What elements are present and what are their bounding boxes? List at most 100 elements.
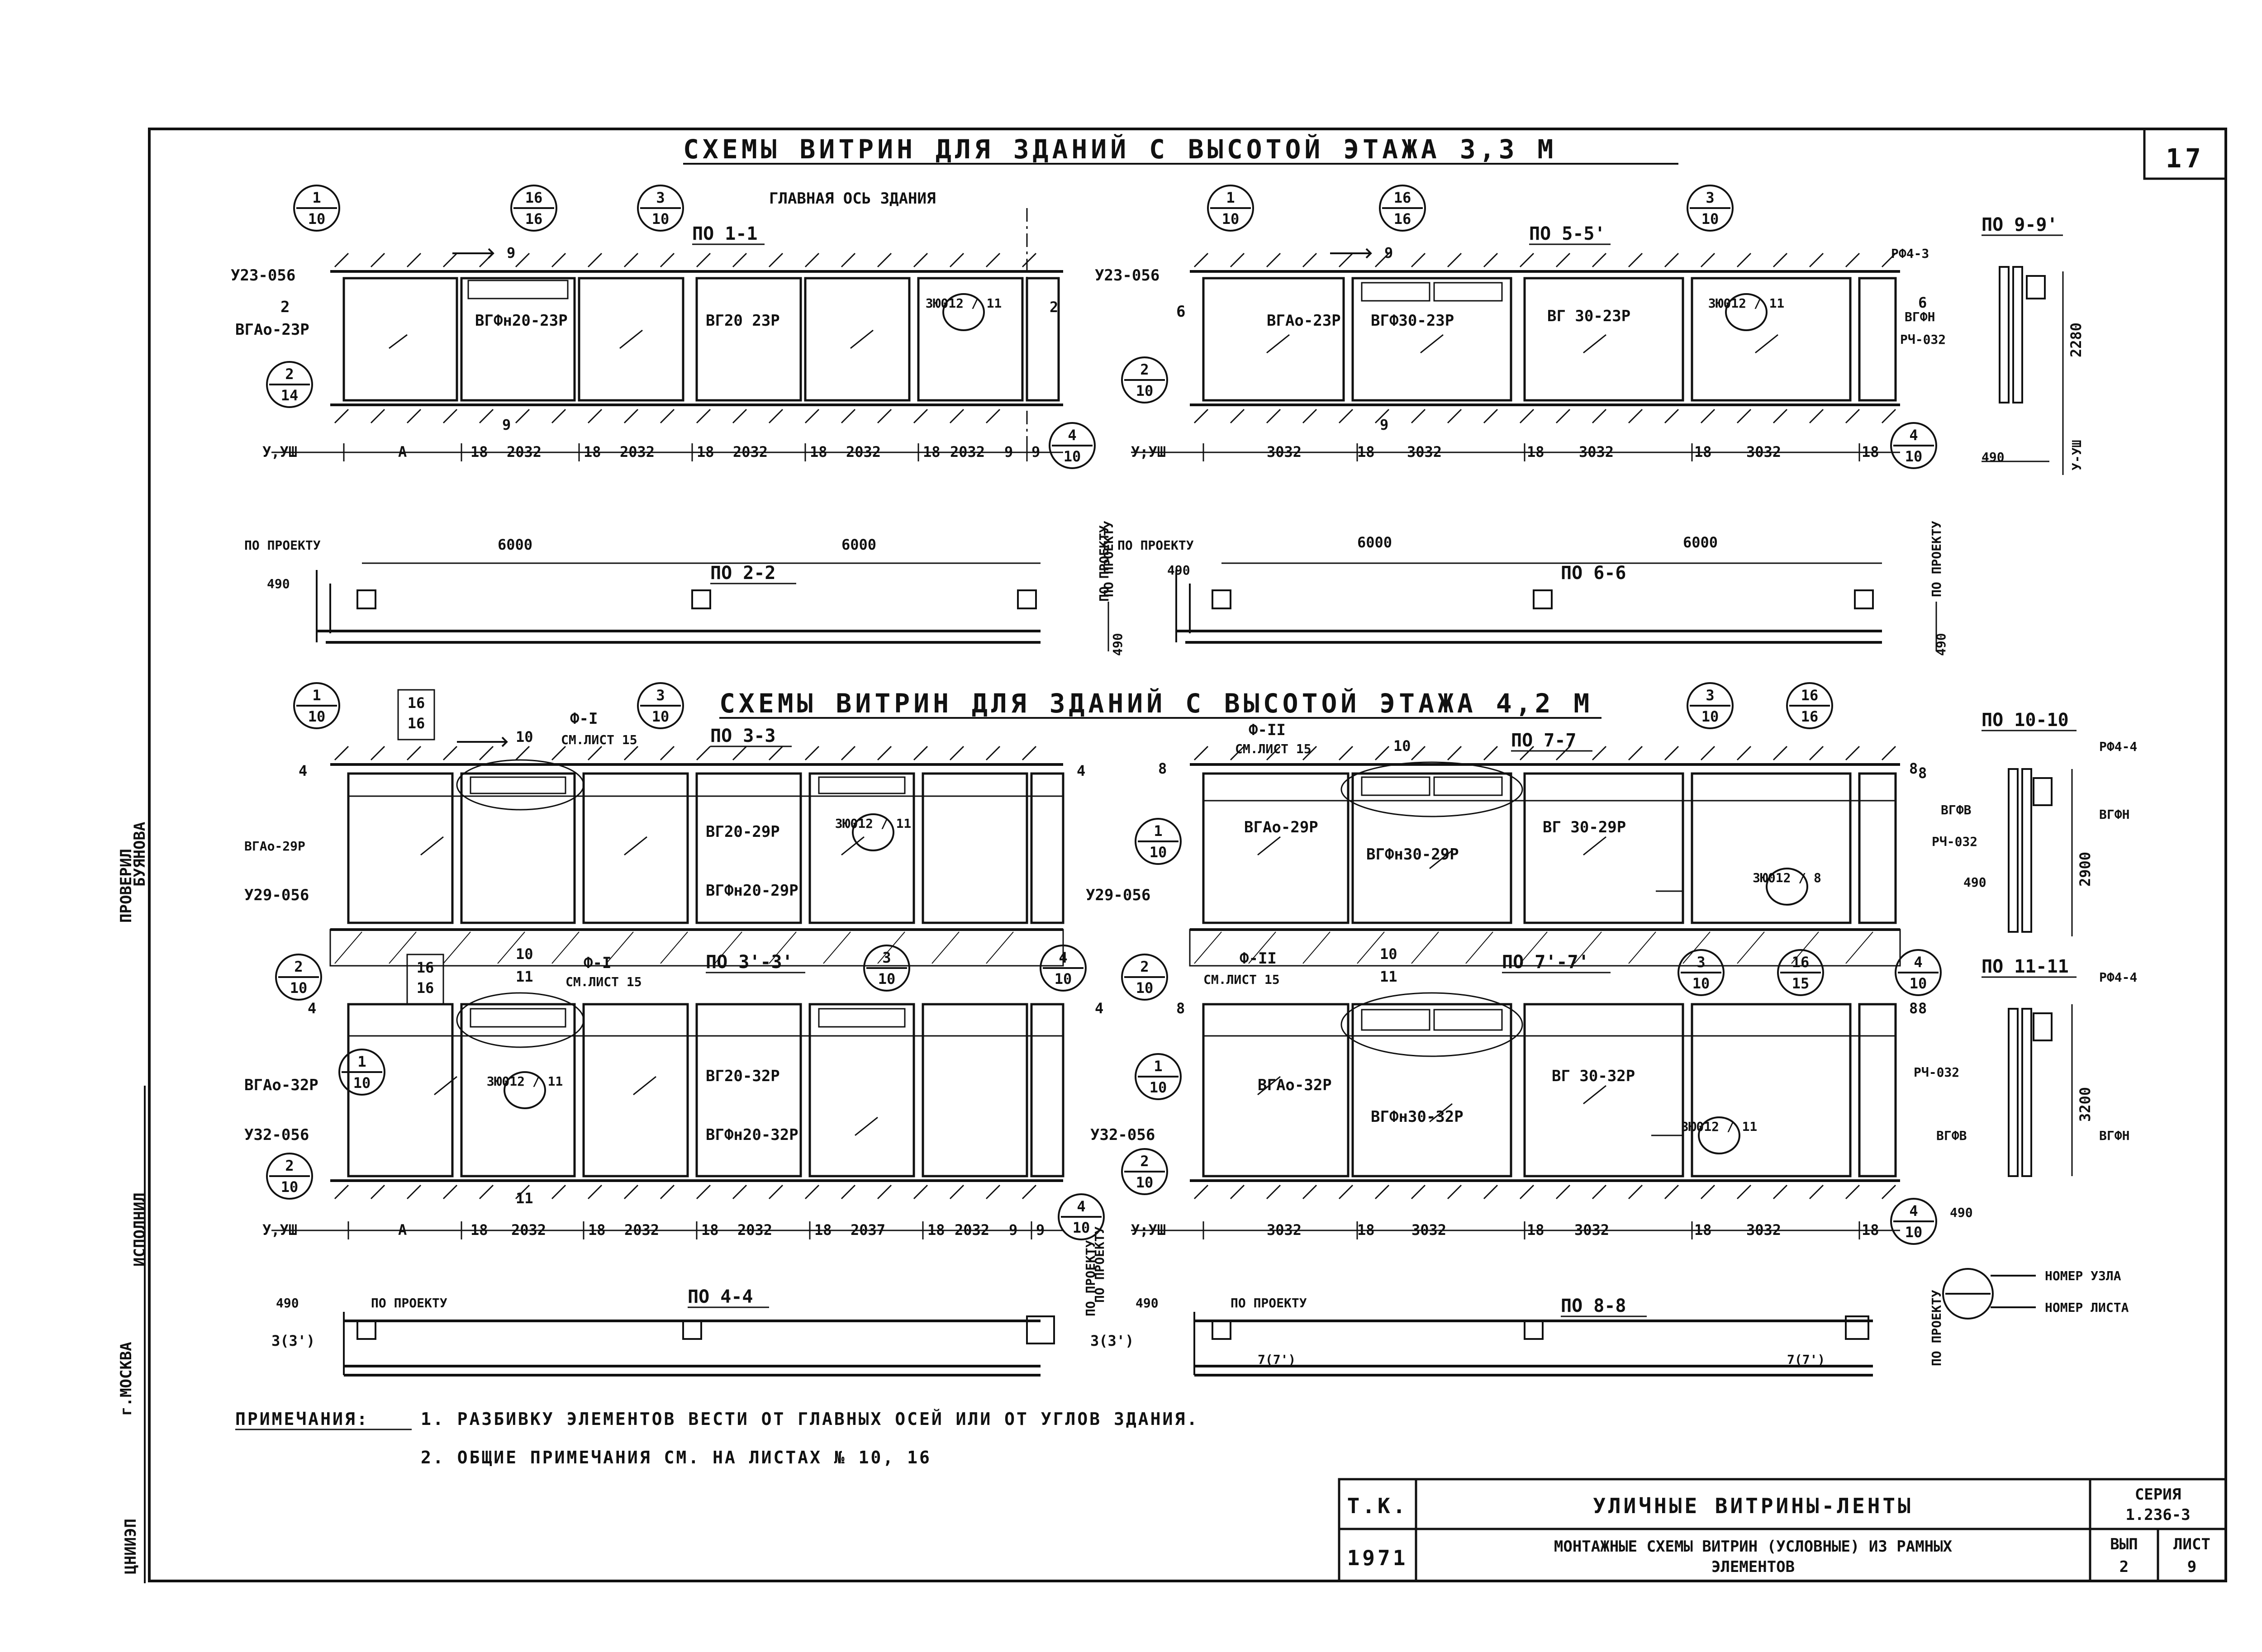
ll-d6: 18 bbox=[701, 1221, 719, 1239]
ul-tag: У29-056 bbox=[244, 886, 309, 904]
lr-ref: Ф-II bbox=[1240, 949, 1277, 968]
ll-d5: 2032 bbox=[624, 1221, 659, 1239]
ll-d12: 9 bbox=[1009, 1221, 1017, 1239]
ll-cut2-bottom: 11 bbox=[516, 1190, 533, 1207]
top-left-elem-topwin: ВГФн20-23Р bbox=[475, 312, 568, 330]
ll-ref-note: СМ.ЛИСТ 15 bbox=[566, 974, 642, 989]
note-2: 2. ОБЩИЕ ПРИМЕЧАНИЯ СМ. НА ЛИСТАХ № 10, … bbox=[421, 1448, 931, 1467]
tb-issue-value: 2 bbox=[2119, 1558, 2129, 1576]
tl-d11: 2032 bbox=[950, 443, 985, 460]
ul-b3-bot: 10 bbox=[652, 708, 670, 725]
tl-plan-dim2: 6000 bbox=[841, 536, 876, 553]
sheet-frame bbox=[148, 128, 2227, 1582]
ur-elem-main: ВГАо-29Р bbox=[1244, 818, 1318, 836]
d10-v3: РЧ-032 bbox=[1932, 834, 1977, 849]
ll-d11: 2032 bbox=[955, 1221, 989, 1239]
lr-bubbles bbox=[1121, 949, 1942, 1245]
d9-rf: РФ4-3 bbox=[1891, 246, 1929, 261]
ul-mark: 4 bbox=[299, 762, 307, 779]
lr-plan-tag: 3(3') bbox=[1090, 1332, 1134, 1349]
top-right-elem-panel: ВГ 30-23Р bbox=[1547, 307, 1630, 325]
ul-cut: 10 bbox=[516, 728, 533, 745]
lr-plan-small: 490 bbox=[1136, 1296, 1159, 1310]
tr-b5-bot: 10 bbox=[1905, 448, 1923, 465]
tl-b2-top: 16 bbox=[525, 189, 543, 206]
note-1: 1. РАЗБИВКУ ЭЛЕМЕНТОВ ВЕСТИ ОТ ГЛАВНЫХ О… bbox=[421, 1409, 1199, 1429]
tl-plan-side: ПО ПРОЕКТУ bbox=[1097, 525, 1112, 602]
ll-mark-right: 4 bbox=[1095, 1000, 1103, 1017]
tl-d9: 2032 bbox=[846, 443, 881, 460]
tb-year: 1971 bbox=[1347, 1546, 1408, 1570]
lr-b4-top: 4 bbox=[1914, 954, 1922, 971]
detail-10-10 bbox=[2008, 768, 2073, 936]
ul-bubbles bbox=[293, 682, 684, 741]
lower-left-plan bbox=[343, 1312, 1055, 1377]
lr-b6-bot: 10 bbox=[1136, 1174, 1154, 1191]
ll-b5-bot: 10 bbox=[1055, 970, 1072, 987]
d11-rf: РФ4-4 bbox=[2099, 970, 2137, 985]
lr-b2-top: 3 bbox=[1696, 954, 1705, 971]
ll-tag: У32-056 bbox=[244, 1126, 309, 1144]
ll-plan-tag: 3(3') bbox=[271, 1332, 315, 1349]
tl-d12: 9 bbox=[1004, 443, 1013, 460]
top-right-cut-bottom: 9 bbox=[1380, 416, 1388, 433]
d9-mark: 6 bbox=[1918, 294, 1927, 311]
elevation-3-3-left bbox=[271, 252, 1063, 461]
top-left-tick: 2 bbox=[1050, 299, 1058, 316]
tl-d7: 2032 bbox=[733, 443, 768, 460]
ll-d10: 18 bbox=[927, 1221, 945, 1239]
d11-section: ПО 11-11 bbox=[1982, 956, 2069, 977]
lr-d7: 3032 bbox=[1746, 1221, 1781, 1239]
lr-mark: 8 bbox=[1176, 1000, 1185, 1017]
lr-d0: У;УШ bbox=[1131, 1221, 1166, 1239]
sheet-number: 17 bbox=[2166, 143, 2205, 174]
ur-section: ПО 7-7 bbox=[1511, 730, 1577, 751]
ll-d0: У,УШ bbox=[262, 1221, 297, 1239]
ll-b7-top: 4 bbox=[1077, 1198, 1085, 1215]
ll-b3-bot: 10 bbox=[353, 1074, 371, 1092]
tr-d7: 3032 bbox=[1746, 443, 1781, 460]
ll-node: ЗЮ012 / 11 bbox=[487, 1074, 563, 1089]
stamp-org: ЦНИИЭП bbox=[122, 1519, 140, 1574]
ur-elem-panel: ВГ 30-29Р bbox=[1543, 818, 1626, 836]
tr-plan-side-left: ПО ПРОЕКТУ bbox=[1101, 521, 1116, 597]
top-left-elem-panel: ВГ20 23Р bbox=[706, 312, 780, 330]
lr-plan-label: ПО ПРОЕКТУ bbox=[1231, 1296, 1307, 1310]
lr-plan-bottom1: 7(7') bbox=[1258, 1352, 1296, 1367]
legend-node: НОМЕР УЗЛА bbox=[2045, 1268, 2121, 1283]
lr-plan-section: ПО 8-8 bbox=[1561, 1296, 1626, 1316]
tr-d3: 3032 bbox=[1407, 443, 1442, 460]
ur-ref-note: СМ.ЛИСТ 15 bbox=[1235, 741, 1312, 756]
tl-b4-bot: 14 bbox=[281, 387, 299, 404]
d10-offset: 490 bbox=[1963, 875, 1986, 890]
ur-b3-bot: 16 bbox=[1801, 708, 1819, 725]
lower-right-plan bbox=[1193, 1312, 1873, 1377]
d10-mark: 8 bbox=[1918, 764, 1927, 782]
d11-mark: 8 bbox=[1918, 1000, 1927, 1017]
tr-b2-bot: 16 bbox=[1394, 210, 1411, 228]
ll-cut: 10 bbox=[516, 945, 533, 963]
ur-bubbles bbox=[1135, 682, 1833, 865]
lower-left-dims: У,УШ А 18 2032 18 2032 18 2032 18 2037 1… bbox=[262, 1221, 1045, 1239]
ll-d7: 2032 bbox=[737, 1221, 772, 1239]
ul-b2-top: 16 bbox=[408, 694, 425, 712]
ul-b2-bot: 16 bbox=[408, 715, 425, 732]
lr-b2-bot: 10 bbox=[1692, 975, 1710, 992]
ur-b1-bot: 10 bbox=[1150, 844, 1167, 861]
tl-b5-bot: 10 bbox=[1064, 448, 1081, 465]
tl-b1-bot: 10 bbox=[308, 210, 326, 228]
tr-d1: 3032 bbox=[1267, 443, 1302, 460]
tr-b4-bot: 10 bbox=[1136, 382, 1154, 399]
tr-plan-side: ПО ПРОЕКТУ bbox=[1929, 521, 1944, 597]
ul-ref-note: СМ.ЛИСТ 15 bbox=[561, 732, 637, 747]
ur-b1-top: 1 bbox=[1154, 822, 1162, 840]
tb-name2a: МОНТАЖНЫЕ СХЕМЫ ВИТРИН (УСЛОВНЫЕ) ИЗ РАМ… bbox=[1554, 1538, 1953, 1556]
lr-mark-right: 8 bbox=[1909, 1000, 1918, 1017]
d10-height: 2900 bbox=[2077, 852, 2094, 887]
ul-b3-top: 3 bbox=[656, 687, 665, 704]
d9-section: ПО 9-9' bbox=[1982, 214, 2058, 235]
d9-side: У-УШ bbox=[2069, 440, 2084, 470]
top-left-tag-num: 2 bbox=[280, 298, 290, 316]
d11-height: 3200 bbox=[2077, 1087, 2094, 1122]
tr-plan-label: ПО ПРОЕКТУ bbox=[1117, 538, 1194, 553]
